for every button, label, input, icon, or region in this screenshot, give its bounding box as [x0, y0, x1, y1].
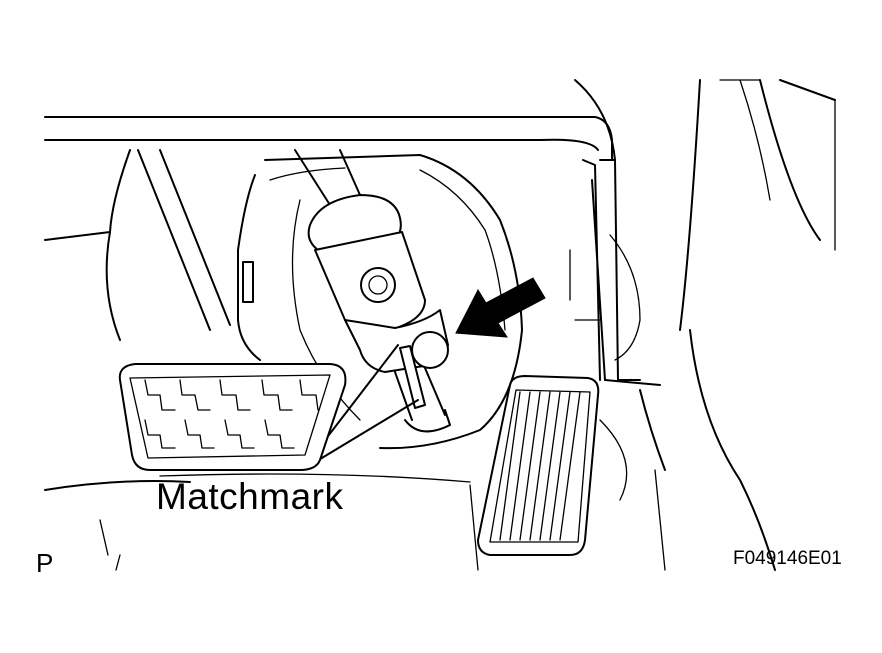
bracket-slot [242, 261, 254, 303]
accelerator-pedal-ribs [499, 391, 581, 541]
right-body-detail [469, 79, 836, 571]
intermediate-shaft-lower [394, 367, 451, 433]
pinch-bolt [411, 331, 449, 369]
right-body-contour [574, 79, 836, 571]
floor-outline-lower [99, 473, 471, 571]
accelerator-pedal [477, 375, 600, 556]
column-cover-outline [264, 154, 523, 450]
accelerator-pedal-inner [489, 389, 591, 543]
accelerator-bracket [569, 234, 641, 361]
accelerator-arm [582, 159, 641, 381]
matchmark-callout-label: Matchmark [156, 476, 344, 517]
left-bracket-rail [137, 149, 261, 361]
brake-pedal-inner [129, 374, 331, 459]
steering-shaft-upper [294, 149, 361, 206]
floor-outline-left [44, 149, 191, 491]
matchmark-stripe [399, 345, 426, 409]
yoke-bolt [360, 267, 396, 303]
view-indicator-letter: P [36, 548, 54, 578]
brake-pedal [118, 363, 347, 471]
brake-pedal-tread [144, 379, 319, 449]
pointer-arrow-icon [455, 277, 546, 338]
yoke-bolt-head [368, 275, 388, 295]
crossbar [44, 116, 613, 161]
figure-code: F049146E01 [733, 548, 842, 569]
